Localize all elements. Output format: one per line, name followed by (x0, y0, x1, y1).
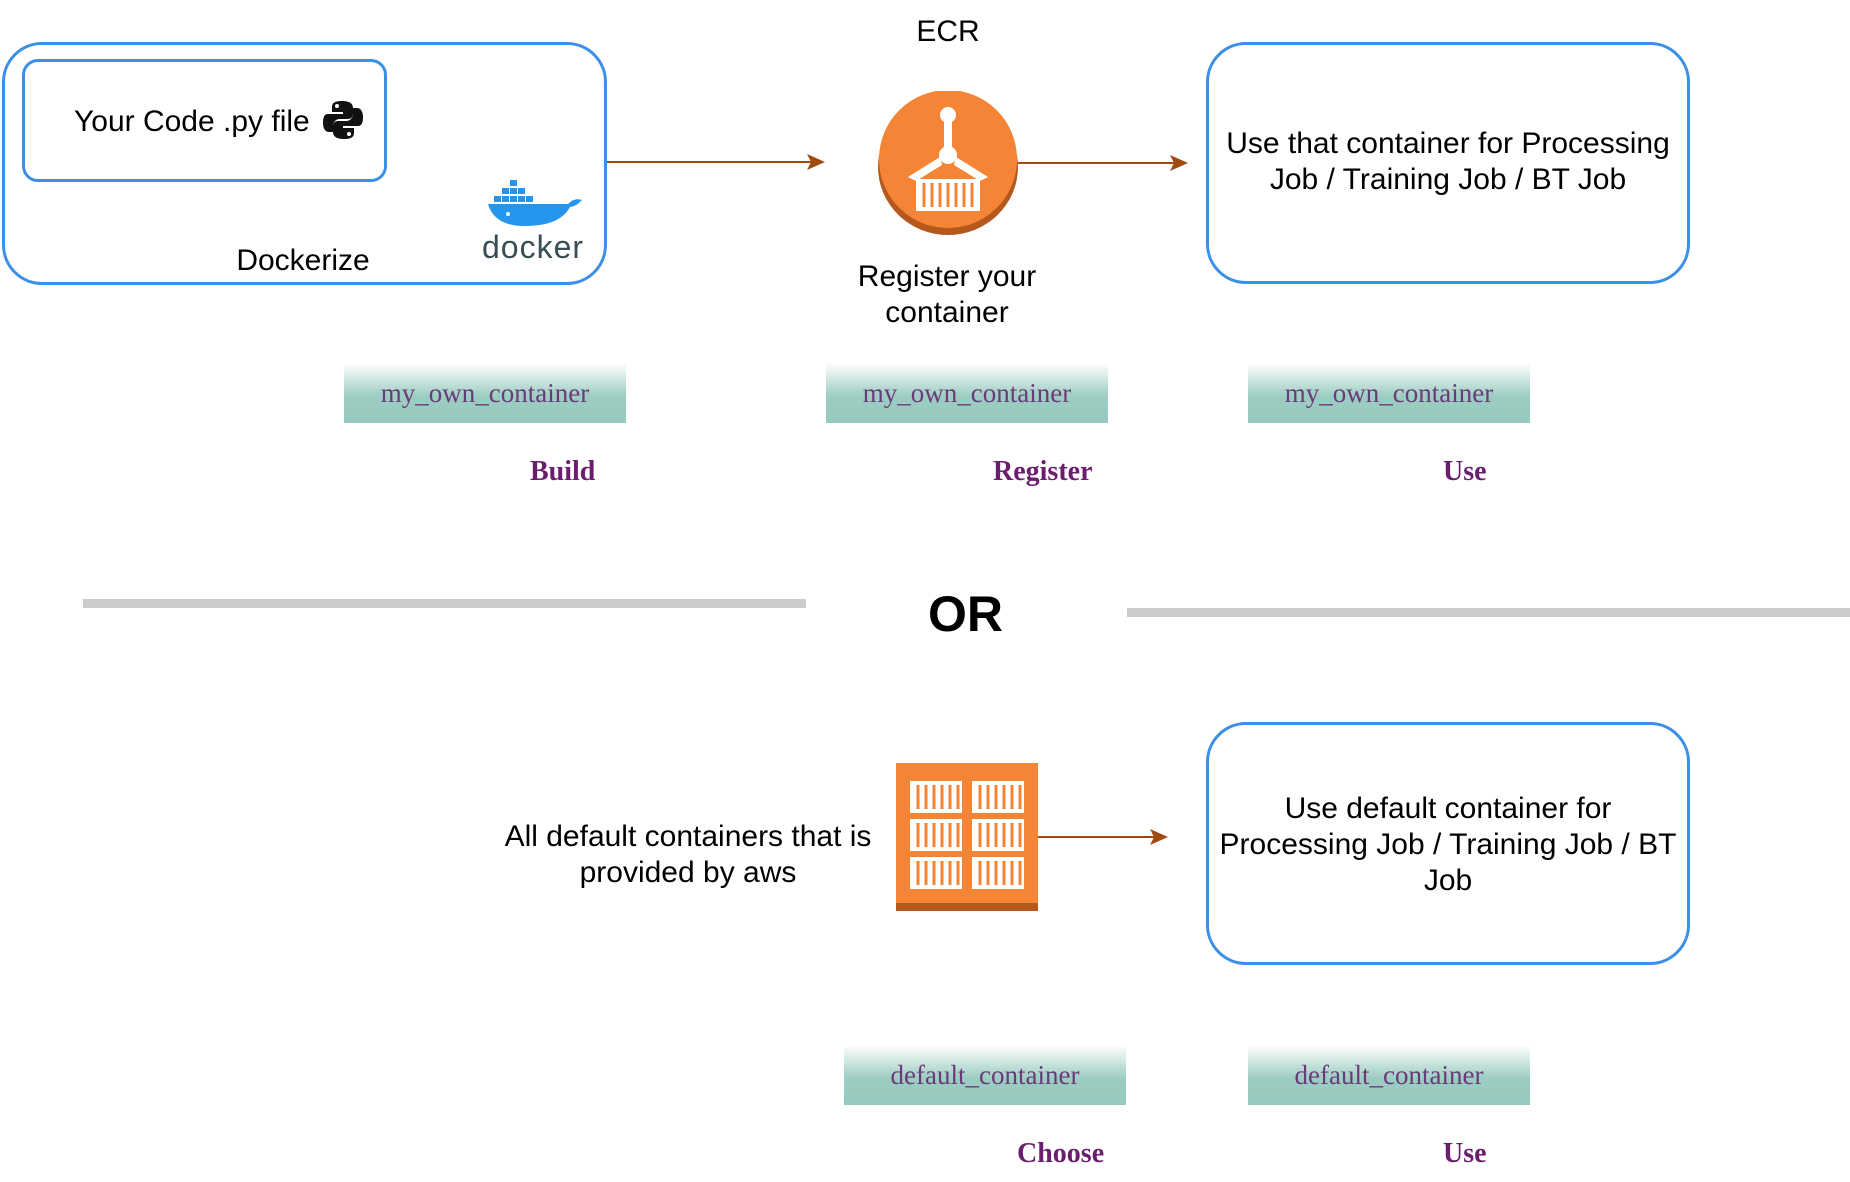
step-use-default: Use (1443, 1138, 1487, 1169)
step-use: Use (1443, 456, 1487, 487)
step-choose: Choose (1017, 1138, 1105, 1169)
docker-wordmark: docker (482, 229, 585, 265)
register-container-label: Register your container (857, 260, 1037, 329)
ecr-registry-icon (878, 91, 1018, 235)
arrow-default-to-use (1038, 829, 1168, 845)
separator-left (83, 599, 806, 608)
python-icon (323, 101, 363, 139)
default-tag-choose: default_container (844, 1045, 1126, 1105)
default-containers-label: All default containers that is provided … (504, 820, 872, 889)
separator-right (1127, 608, 1850, 617)
docker-whale-icon (488, 180, 582, 226)
container-tag-use: my_own_container (1248, 363, 1530, 423)
arrow-register-to-use (1018, 155, 1188, 171)
use-default-label: Use default container for Processing Job… (1219, 792, 1677, 897)
arrow-build-to-register (607, 154, 825, 170)
use-container-box (1206, 42, 1690, 284)
use-container-label: Use that container for Processing Job / … (1226, 127, 1670, 196)
container-group-icon (896, 763, 1038, 911)
dockerize-label: Dockerize (236, 244, 370, 277)
ecr-title: ECR (916, 15, 980, 48)
code-file-label: Your Code .py file (74, 105, 310, 138)
step-register: Register (993, 456, 1093, 487)
or-separator: OR (928, 586, 1003, 642)
default-tag-use: default_container (1248, 1045, 1530, 1105)
step-build: Build (530, 456, 596, 487)
use-default-box (1206, 722, 1690, 965)
container-tag-register: my_own_container (826, 363, 1108, 423)
container-tag-build: my_own_container (344, 363, 626, 423)
